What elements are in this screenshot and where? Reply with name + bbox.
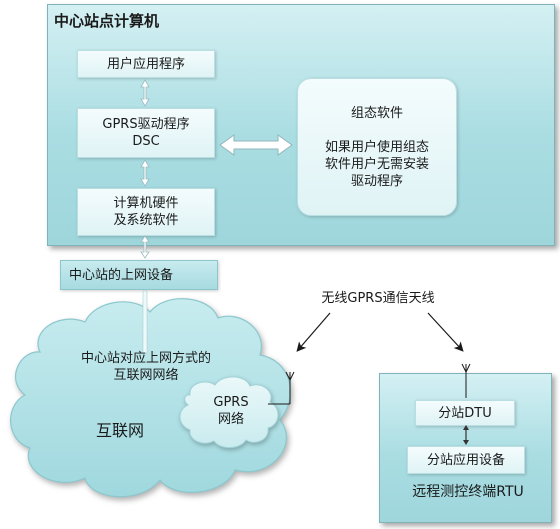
gprs-driver-box: GPRS驱动程序 DSC <box>77 108 215 158</box>
gprs-cloud-icon <box>179 376 279 449</box>
user-app-box: 用户应用程序 <box>77 50 215 78</box>
internet-access-label: 中心站对应上网方式的 互联网网络 <box>80 351 211 383</box>
antenna-icon-right <box>461 363 471 398</box>
arrow-driver-config <box>219 134 293 156</box>
antenna-arrow-left <box>296 312 331 352</box>
arrow-user-app-driver <box>140 79 150 107</box>
antenna-arrow-right <box>427 312 464 352</box>
rtu-title: 远程测控终端RTU <box>412 484 524 500</box>
rtu-device-box: 分站应用设备 <box>407 446 525 474</box>
network-device-box: 中心站的上网设备 <box>60 260 218 290</box>
antenna-label: 无线GPRS通信天线 <box>321 291 435 306</box>
arrow-hardware-network <box>140 235 150 259</box>
antenna-icon-left <box>268 371 295 405</box>
network-to-internet-line <box>142 290 148 354</box>
dtu-box: 分站DTU <box>415 400 515 426</box>
hardware-box: 计算机硬件 及系统软件 <box>77 188 215 236</box>
arrow-driver-hardware <box>140 159 150 187</box>
config-software-box: 组态软件 如果用户使用组态 软件用户无需安装 驱动程序 <box>297 78 457 216</box>
center-station-title: 中心站点计算机 <box>54 12 160 30</box>
arrow-dtu-device <box>463 425 469 445</box>
internet-label: 互联网 <box>95 421 144 440</box>
gprs-network-label: GPRS 网络 <box>213 395 249 427</box>
